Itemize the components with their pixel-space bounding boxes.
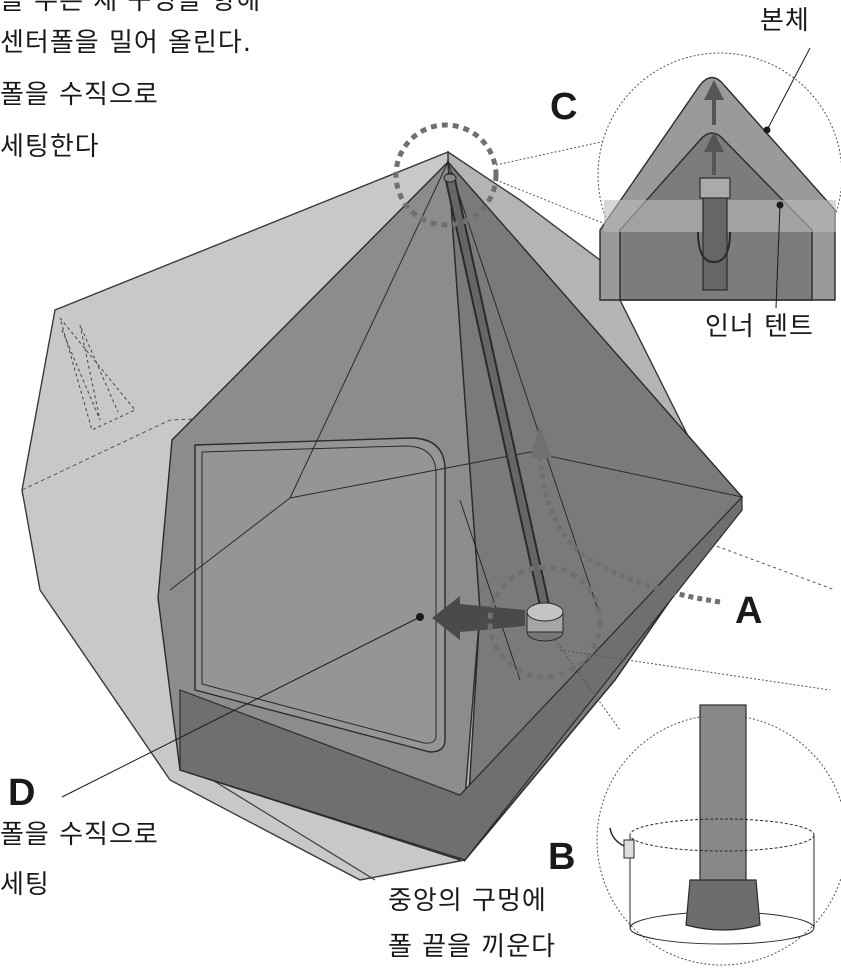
instruction-line-4: 세팅한다 <box>0 132 100 162</box>
marker-b-letter: B <box>548 836 576 878</box>
inner-tent-door <box>194 437 446 753</box>
callout-b-pole-foot <box>685 879 761 931</box>
marker-b-line-2: 폴 끝을 끼운다 <box>388 932 557 962</box>
callout-b-zoom <box>554 639 841 966</box>
inner-tent-seam-2 <box>289 451 531 499</box>
inner-tent-seam-5 <box>529 451 743 498</box>
callout-c-zoom <box>495 47 841 309</box>
inner-tent-seam-6 <box>459 499 521 681</box>
callout-b-cord <box>609 827 625 847</box>
callout-b-pole <box>699 704 747 886</box>
marker-c-letter: C <box>550 86 578 128</box>
marker-circle-base <box>487 564 603 680</box>
marker-d-line-1: 폴을 수직으로 <box>0 820 159 850</box>
instruction-line-3: 폴을 수직으로 <box>0 80 159 110</box>
inner-tent-label: 인너 텐트 <box>705 312 814 342</box>
inner-tent-seam-3 <box>169 497 291 591</box>
inner-tent-floor-edge <box>179 495 743 861</box>
leader-line-outer <box>766 47 811 131</box>
pole-shaft <box>446 174 550 616</box>
lift-arrow-dotted <box>537 454 721 605</box>
pole-base-cup-top <box>526 602 564 622</box>
fly-vent-window <box>59 317 136 431</box>
callout-c-hook <box>697 231 731 264</box>
fly-vent-lines <box>61 324 119 421</box>
marker-d-line-2: 세팅 <box>0 870 50 900</box>
callout-b-cup-top <box>629 818 815 852</box>
leader-line-d <box>61 616 421 798</box>
marker-a-letter: A <box>735 590 763 632</box>
instruction-line-1: 을 누른 채 구멍을 향해 <box>0 0 262 16</box>
center-pole <box>443 172 564 642</box>
outer-body-label: 본체 <box>760 6 810 36</box>
fly-guyline-right <box>699 539 836 591</box>
marker-d-letter: D <box>8 772 36 814</box>
inner-tent-right-face <box>447 159 743 863</box>
pole-tip <box>443 173 457 183</box>
inner-tent-seam-4 <box>447 161 599 611</box>
callout-b-clip <box>623 839 635 859</box>
push-left-arrow <box>432 596 525 640</box>
inner-tent <box>157 159 743 863</box>
marker-circle-top <box>393 122 499 228</box>
instruction-line-2: 센터폴을 밀어 올린다. <box>0 28 253 58</box>
leader-line-inner <box>775 204 781 309</box>
marker-b-line-1: 중앙의 구멍에 <box>388 886 547 916</box>
lift-arrow-head <box>530 425 552 458</box>
callout-c-pole-tip <box>699 177 731 199</box>
inner-tent-door-zip <box>201 445 437 744</box>
